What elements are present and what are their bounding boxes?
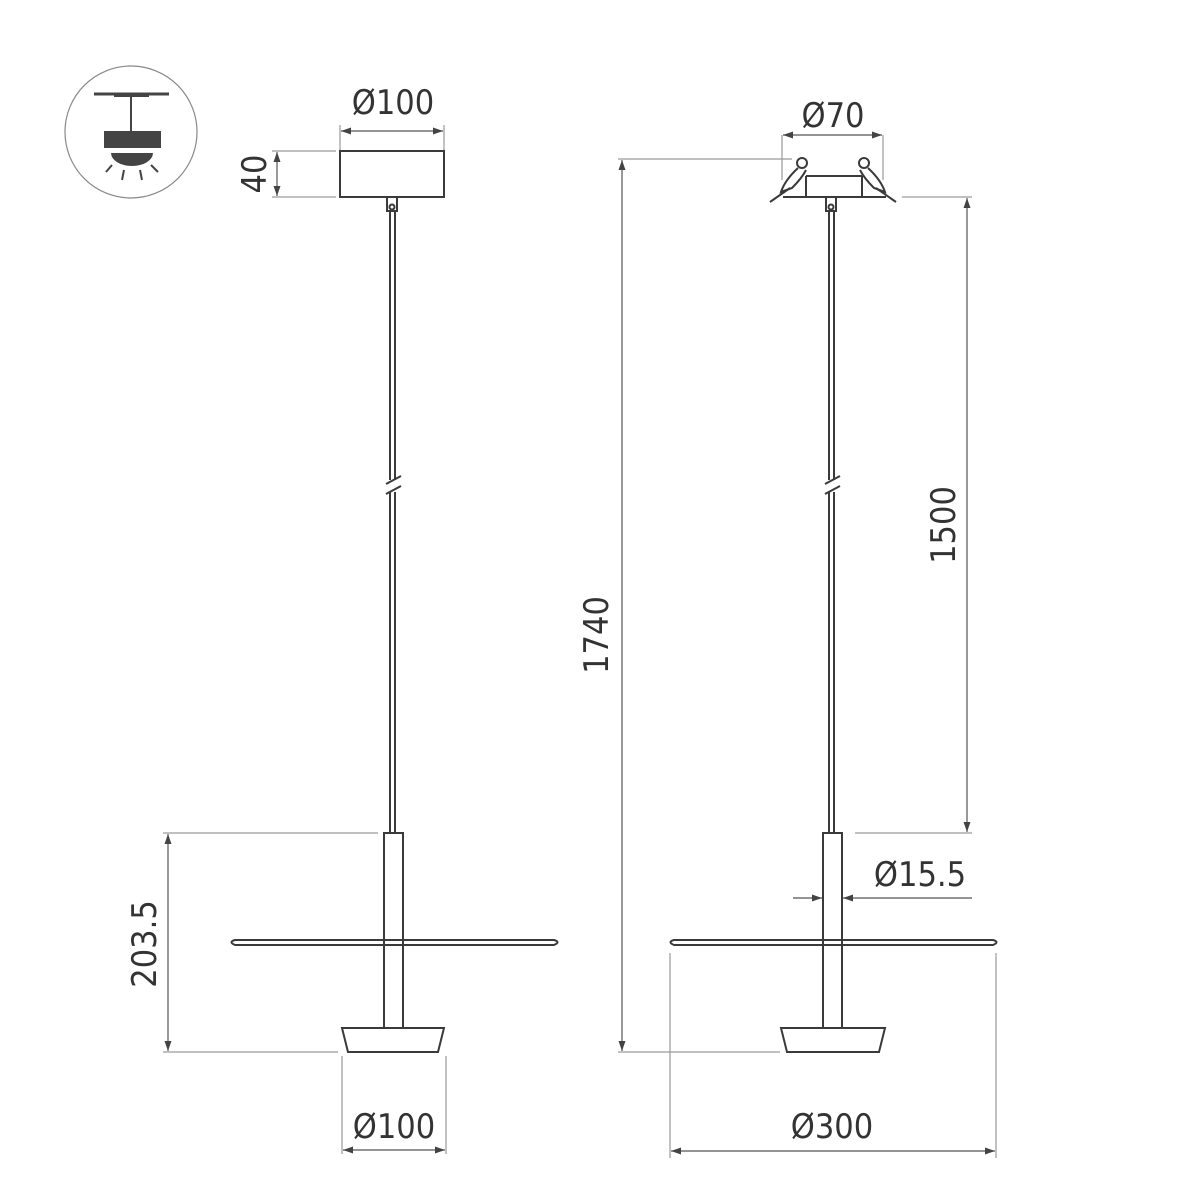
dim-canopy-diameter: Ø100 [352, 83, 434, 123]
dim-base-diameter: Ø100 [353, 1107, 435, 1147]
dim-cutout-diameter: Ø70 [802, 96, 865, 136]
pendant-ceiling-light-icon [64, 65, 198, 199]
canopy [339, 150, 445, 198]
dim-total-height: 1740 [577, 596, 617, 674]
dim-shade-diameter: Ø300 [791, 1107, 873, 1147]
shade-disc-right [669, 939, 998, 946]
right-view: Ø70 1740 1500 Ø15.5 Ø300 [577, 96, 998, 1158]
dim-cable-length: 1500 [924, 486, 964, 564]
shade-disc [230, 939, 559, 946]
dim-lower-height: 203.5 [125, 900, 165, 988]
left-view: Ø100 40 203.5 Ø100 [125, 83, 559, 1154]
base-right [779, 1027, 887, 1053]
base [340, 1027, 446, 1053]
dim-canopy-height: 40 [235, 155, 275, 194]
dim-tube-diameter: Ø15.5 [874, 855, 966, 895]
